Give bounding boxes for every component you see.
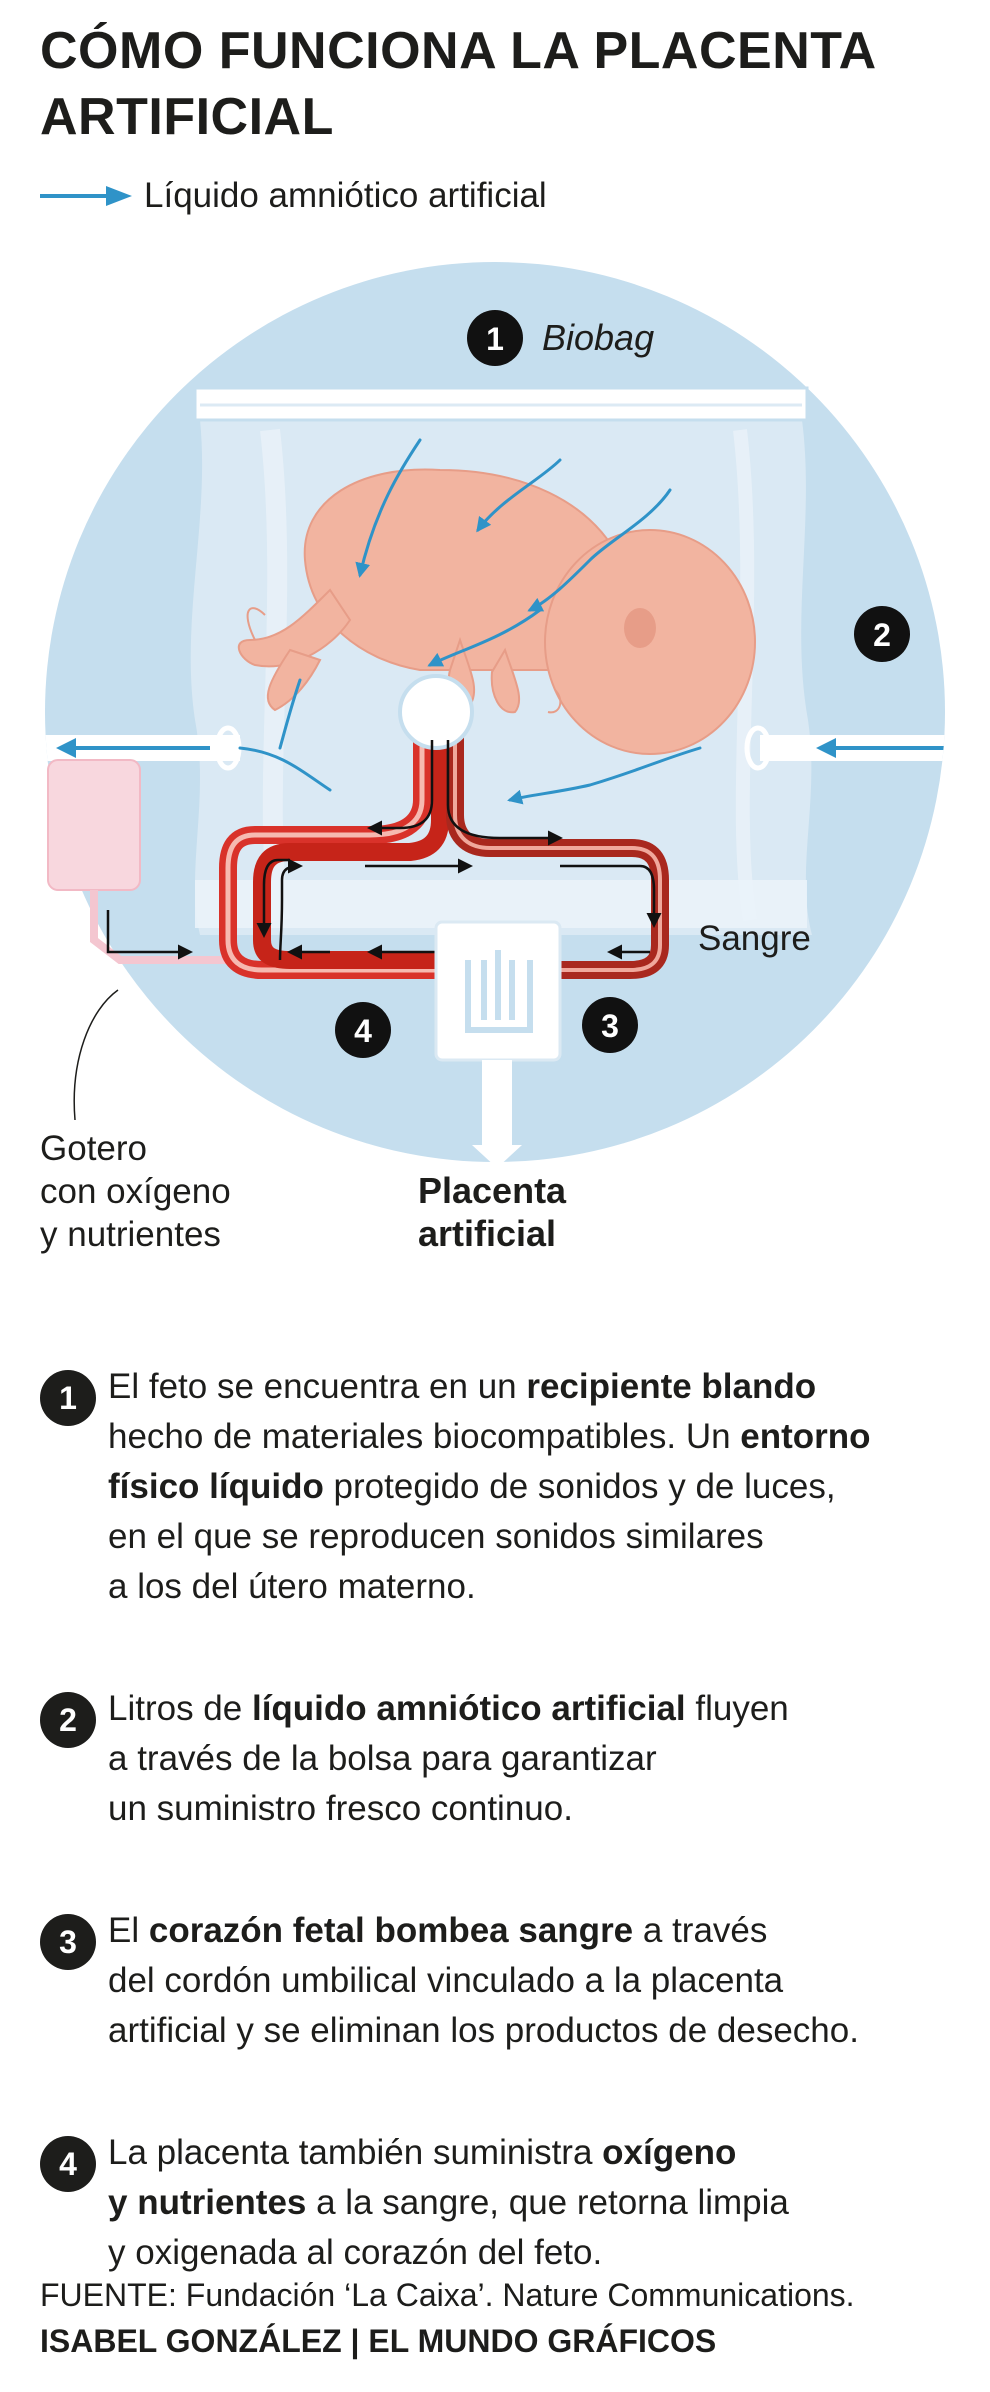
placenta-diagram: 1 Biobag 2 [40, 262, 945, 1254]
step-text: artificial y se eliminan los productos d… [108, 2011, 859, 2050]
fetus-illustration [237, 468, 756, 755]
step-text: y oxigenada al corazón del feto. [108, 2233, 603, 2272]
step-text-bold: líquido amniótico artificial [251, 1689, 686, 1728]
source-line: FUENTE: Fundación ‘La Caixa’. Nature Com… [40, 2277, 855, 2313]
step-text-line: en el que se reproducen sonidos similare… [108, 1512, 960, 1562]
step-text-line: El corazón fetal bombea sangre a través [108, 1906, 960, 1956]
step-text: El feto se encuentra en un [108, 1367, 527, 1406]
legend: Líquido amniótico artificial [40, 168, 547, 224]
biobag-badge: 1 [467, 310, 523, 366]
step-text: protegido de sonidos y de luces, [323, 1467, 836, 1506]
step-text-line: y oxigenada al corazón del feto. [108, 2228, 960, 2278]
step-text-bold: y nutrientes [108, 2183, 307, 2222]
step-text-line: artificial y se eliminan los productos d… [108, 2006, 960, 2056]
step-text: del cordón umbilical vinculado a la plac… [108, 1961, 784, 2000]
legend-arrow-icon [40, 186, 132, 206]
amniotic-flow-arrows [238, 438, 702, 805]
amniotic-badge: 2 [854, 606, 910, 662]
gotero-line-3: y nutrientes [40, 1215, 221, 1254]
step-number-badge: 1 [40, 1370, 96, 1426]
step-text-line: a los del útero materno. [108, 1562, 960, 1612]
step-text-line: hecho de materiales biocompatibles. Un e… [108, 1412, 960, 1462]
step-text-line: y nutrientes a la sangre, que retorna li… [108, 2178, 960, 2228]
step-number-badge: 4 [40, 2136, 96, 2192]
placenta-device [434, 920, 562, 1168]
drip-badge: 4 [335, 1002, 391, 1058]
placenta-label: Placenta artificial [418, 1170, 567, 1254]
gotero-label: Gotero con oxígeno y nutrientes [40, 1129, 231, 1254]
step-text: hecho de materiales biocompatibles. Un [108, 1417, 741, 1456]
step-text-line: La placenta también suministra oxígeno [108, 2128, 960, 2178]
step-number-badge: 3 [40, 1914, 96, 1970]
step-text: El [108, 1911, 149, 1950]
placenta-badge: 3 [582, 997, 638, 1053]
amniotic-number: 2 [873, 617, 891, 653]
step-text: a la sangre, que retorna limpia [306, 2183, 789, 2222]
legend-label: Líquido amniótico artificial [144, 176, 547, 215]
step-text-bold: corazón fetal bombea sangre [148, 1911, 634, 1950]
step-text-bold: físico líquido [108, 1467, 324, 1506]
credit-line: ISABEL GONZÁLEZ | EL MUNDO GRÁFICOS [40, 2323, 717, 2359]
footer: FUENTE: Fundación ‘La Caixa’. Nature Com… [40, 2272, 855, 2364]
step-text: a los del útero materno. [108, 1567, 476, 1606]
gotero-line-1: Gotero [40, 1129, 147, 1168]
step-text-bold: oxígeno [602, 2133, 737, 2172]
step-text-bold: entorno [740, 1417, 871, 1456]
placenta-number: 3 [601, 1008, 619, 1044]
gotero-leader-line [73, 989, 119, 1121]
step-text-line: del cordón umbilical vinculado a la plac… [108, 1956, 960, 2006]
sangre-label: Sangre [698, 919, 811, 958]
step-number-badge: 2 [40, 1692, 96, 1748]
step-text: a través [633, 1911, 768, 1950]
biobag-number: 1 [486, 321, 504, 357]
step-text: Litros de [108, 1689, 252, 1728]
infographic-title: CÓMO FUNCIONA LA PLACENTA ARTIFICIAL [40, 18, 940, 150]
title-line-2: ARTIFICIAL [40, 88, 334, 146]
step-text-bold: recipiente blando [526, 1367, 817, 1406]
step-text-line: un suministro fresco continuo. [108, 1784, 960, 1834]
biobag-label: Biobag [542, 317, 654, 358]
step-text-line: Litros de líquido amniótico artificial f… [108, 1684, 960, 1734]
title-line-1: CÓMO FUNCIONA LA PLACENTA [40, 22, 877, 80]
step-text: La placenta también suministra [108, 2133, 603, 2172]
step-text-line: físico líquido protegido de sonidos y de… [108, 1462, 960, 1512]
step-text-line: El feto se encuentra en un recipiente bl… [108, 1362, 960, 1412]
step-text: fluyen [685, 1689, 789, 1728]
step-text: en el que se reproducen sonidos similare… [108, 1517, 764, 1556]
amniotic-tubes [45, 725, 945, 771]
drip-number: 4 [354, 1013, 372, 1049]
blood-circuit [219, 674, 669, 979]
placenta-line-1: Placenta [418, 1170, 567, 1211]
step-text: un suministro fresco continuo. [108, 1789, 573, 1828]
gotero-line-2: con oxígeno [40, 1172, 231, 1211]
placenta-line-2: artificial [418, 1213, 556, 1254]
step-text-line: a través de la bolsa para garantizar [108, 1734, 960, 1784]
blood-flow-arrows [106, 740, 662, 961]
step-text: a través de la bolsa para garantizar [108, 1739, 657, 1778]
